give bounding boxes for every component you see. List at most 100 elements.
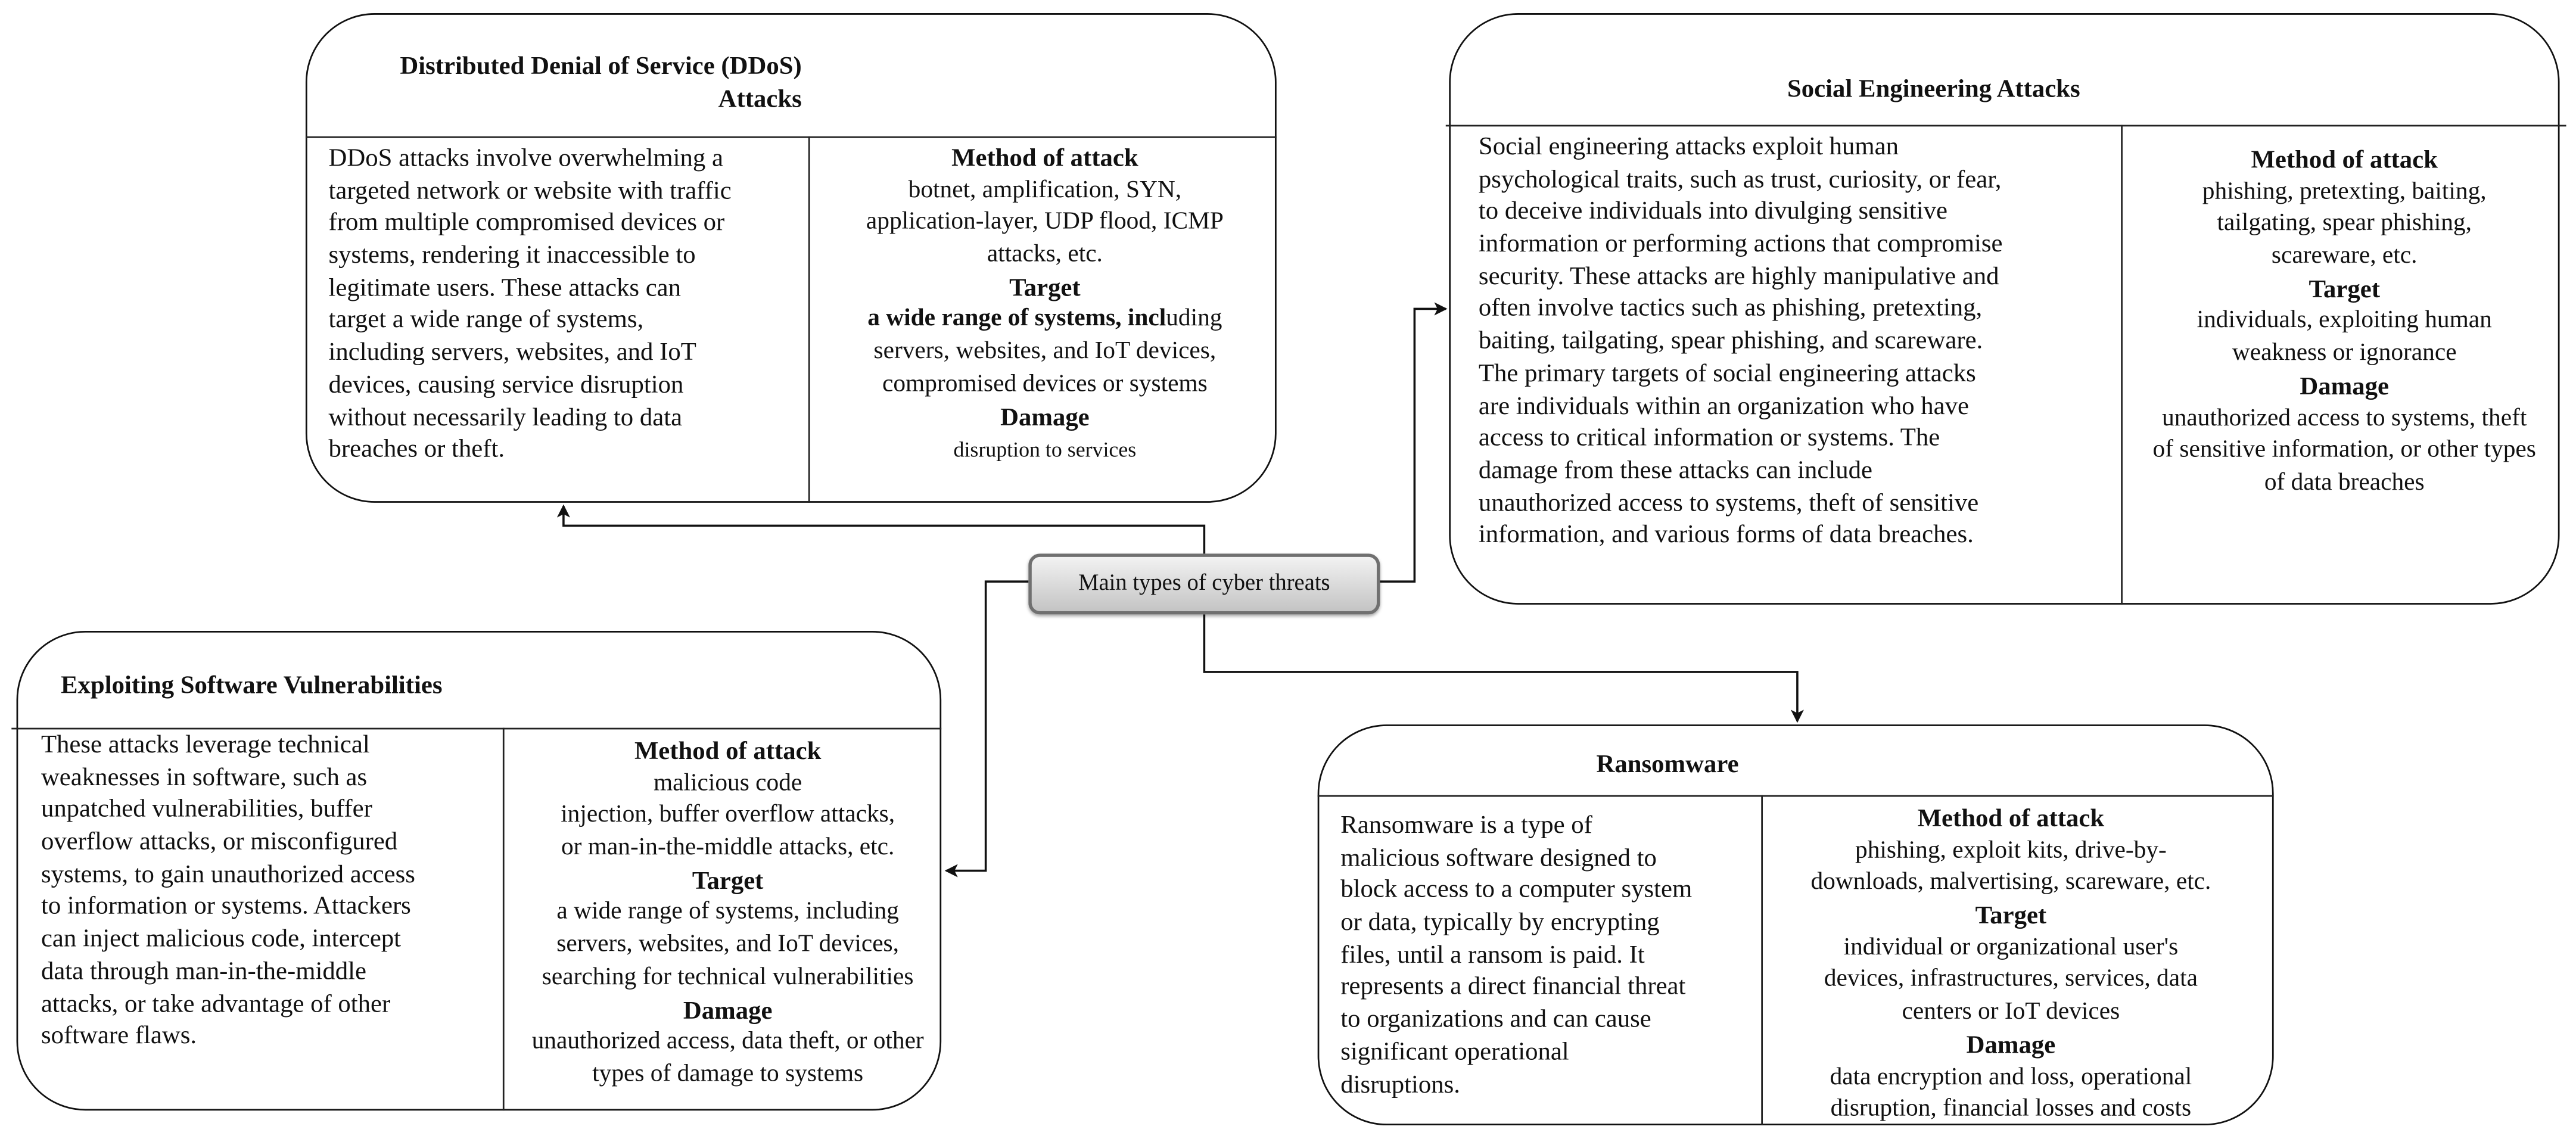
damage-line: disruption, financial losses and costs xyxy=(1830,1096,2192,1123)
target-line: individuals, exploiting human xyxy=(2197,307,2492,335)
damage-heading: Damage xyxy=(1000,403,1090,431)
attack-details: Method of attack botnet, amplification, S… xyxy=(866,143,1224,466)
threat-card-social xyxy=(1449,13,2560,605)
description-line: can inject malicious code, intercept xyxy=(41,925,402,953)
description-line: systems, to gain unauthorized access xyxy=(41,860,415,889)
damage-line: of sensitive information, or other types xyxy=(2152,437,2536,464)
target-heading: Target xyxy=(692,867,764,895)
line-bold-part: a wide range of systems, incl xyxy=(867,306,1166,333)
card-title: Distributed Denial of Service (DDoS)Atta… xyxy=(329,51,802,116)
target-line: individual or organizational user's xyxy=(1843,934,2179,961)
method-line: injection, buffer overflow attacks, xyxy=(561,802,895,829)
description-line: from multiple compromised devices or xyxy=(328,209,725,238)
column-divider xyxy=(1761,795,1763,1126)
card-title-line: Ransomware xyxy=(1596,751,1739,779)
description-line: The primary targets of social engineerin… xyxy=(1478,359,1976,388)
description-line: without necessarily leading to data xyxy=(328,403,683,431)
description-line: information, and various forms of data b… xyxy=(1478,521,1974,549)
threat-card-ddos xyxy=(305,13,1277,503)
method-heading: Method of attack xyxy=(2251,146,2438,175)
description-line: unpatched vulnerabilities, buffer xyxy=(41,795,372,824)
description-line: files, until a ransom is paid. It xyxy=(1340,941,1645,969)
method-line: tailgating, spear phishing, xyxy=(2217,211,2472,238)
damage-line: unauthorized access to systems, theft xyxy=(2162,405,2527,431)
target-heading: Target xyxy=(2309,275,2380,304)
description-line: damage from these attacks can include xyxy=(1478,456,1873,485)
description-line: to organizations and can cause xyxy=(1340,1006,1651,1034)
target-heading: Target xyxy=(1975,902,2047,931)
central-node-label: Main types of cyber threats xyxy=(1078,571,1330,596)
description-line: targeted network or website with traffic xyxy=(328,176,732,205)
method-line: attacks, etc. xyxy=(987,241,1103,268)
target-line: searching for technical vulnerabilities xyxy=(542,964,914,991)
target-line: a wide range of systems, including xyxy=(866,304,1224,337)
description-line: software flaws. xyxy=(41,1022,197,1050)
card-title: Social Engineering Attacks xyxy=(1787,74,2080,106)
method-line: application-layer, UDP flood, ICMP xyxy=(866,209,1224,236)
column-divider xyxy=(2121,125,2123,605)
target-line: weakness or ignorance xyxy=(2232,340,2457,367)
description-line: These attacks leverage technical xyxy=(41,731,370,760)
description-line: unauthorized access to systems, theft of… xyxy=(1478,489,1979,517)
connector-to-ransomware xyxy=(1203,614,1804,723)
attack-details: Method of attack phishing, exploit kits, … xyxy=(1810,804,2211,1127)
method-line: scareware, etc. xyxy=(2271,243,2418,270)
description-line: weaknesses in software, such as xyxy=(41,763,368,792)
description: Ransomware is a type of malicious softwar… xyxy=(1340,810,1692,1102)
damage-heading: Damage xyxy=(1966,1031,2056,1060)
description-line: malicious software designed to xyxy=(1340,844,1657,872)
target-line: compromised devices or systems xyxy=(882,371,1208,397)
column-divider xyxy=(808,136,810,503)
damage-heading: Damage xyxy=(2300,372,2390,401)
description-line: data through man-in-the-middle xyxy=(41,957,366,986)
column-divider xyxy=(502,727,505,1111)
description-line: including servers, websites, and IoT xyxy=(328,338,696,367)
method-line: botnet, amplification, SYN, xyxy=(908,176,1182,204)
description-line: disruptions. xyxy=(1340,1070,1460,1099)
description-line: breaches or theft. xyxy=(328,435,505,464)
description: These attacks leverage technical weakness… xyxy=(41,729,415,1053)
description-line: represents a direct financial threat xyxy=(1340,973,1686,1001)
description-line: are individuals within an organization w… xyxy=(1478,391,1969,420)
method-heading: Method of attack xyxy=(951,144,1138,173)
description-line: attacks, or take advantage of other xyxy=(41,990,391,1018)
description-line: legitimate users. These attacks can xyxy=(328,273,682,302)
description-line: devices, causing service disruption xyxy=(328,371,684,399)
description-line: Ransomware is a type of xyxy=(1340,811,1592,840)
method-line: or man-in-the-middle attacks, etc. xyxy=(561,835,895,861)
card-title-line: Social Engineering Attacks xyxy=(1787,75,2080,104)
description-line: overflow attacks, or misconfigured xyxy=(41,828,398,856)
description-line: information or performing actions that c… xyxy=(1478,230,2003,259)
card-title-line: Attacks xyxy=(718,85,802,113)
description-line: access to critical information or system… xyxy=(1478,424,1940,452)
target-line: devices, infrastructures, services, data xyxy=(1824,966,2198,993)
header-divider xyxy=(11,727,942,730)
description-line: baiting, tailgating, spear phishing, and… xyxy=(1478,327,1983,356)
target-line: servers, websites, and IoT devices, xyxy=(873,338,1217,365)
connector-to-social xyxy=(1380,302,1448,583)
header-divider xyxy=(1317,795,2274,797)
damage-line: unauthorized access, data theft, or othe… xyxy=(531,1028,924,1055)
central-node: Main types of cyber threats xyxy=(1028,553,1380,615)
damage-line: of data breaches xyxy=(2264,469,2425,496)
method-heading: Method of attack xyxy=(1917,805,2105,833)
damage-line: disruption to services xyxy=(953,437,1137,462)
connector-to-ddos xyxy=(556,504,1206,554)
threat-card-ransomware xyxy=(1317,724,2274,1126)
target-line: centers or IoT devices xyxy=(1902,999,2120,1026)
threat-card-exploit xyxy=(16,630,942,1111)
header-divider xyxy=(1445,125,2566,127)
description-line: significant operational xyxy=(1340,1038,1569,1066)
damage-line: types of damage to systems xyxy=(592,1061,864,1088)
description-line: to information or systems. Attackers xyxy=(41,892,411,921)
connector-to-exploit xyxy=(944,580,1029,878)
card-title: Exploiting Software Vulnerabilities xyxy=(61,670,442,702)
method-line: phishing, exploit kits, drive-by- xyxy=(1855,837,2167,864)
description: Social engineering attacks exploit human… xyxy=(1479,132,2003,552)
damage-line: data encryption and loss, operational xyxy=(1830,1063,2192,1090)
card-title: Ransomware xyxy=(1597,749,1739,782)
